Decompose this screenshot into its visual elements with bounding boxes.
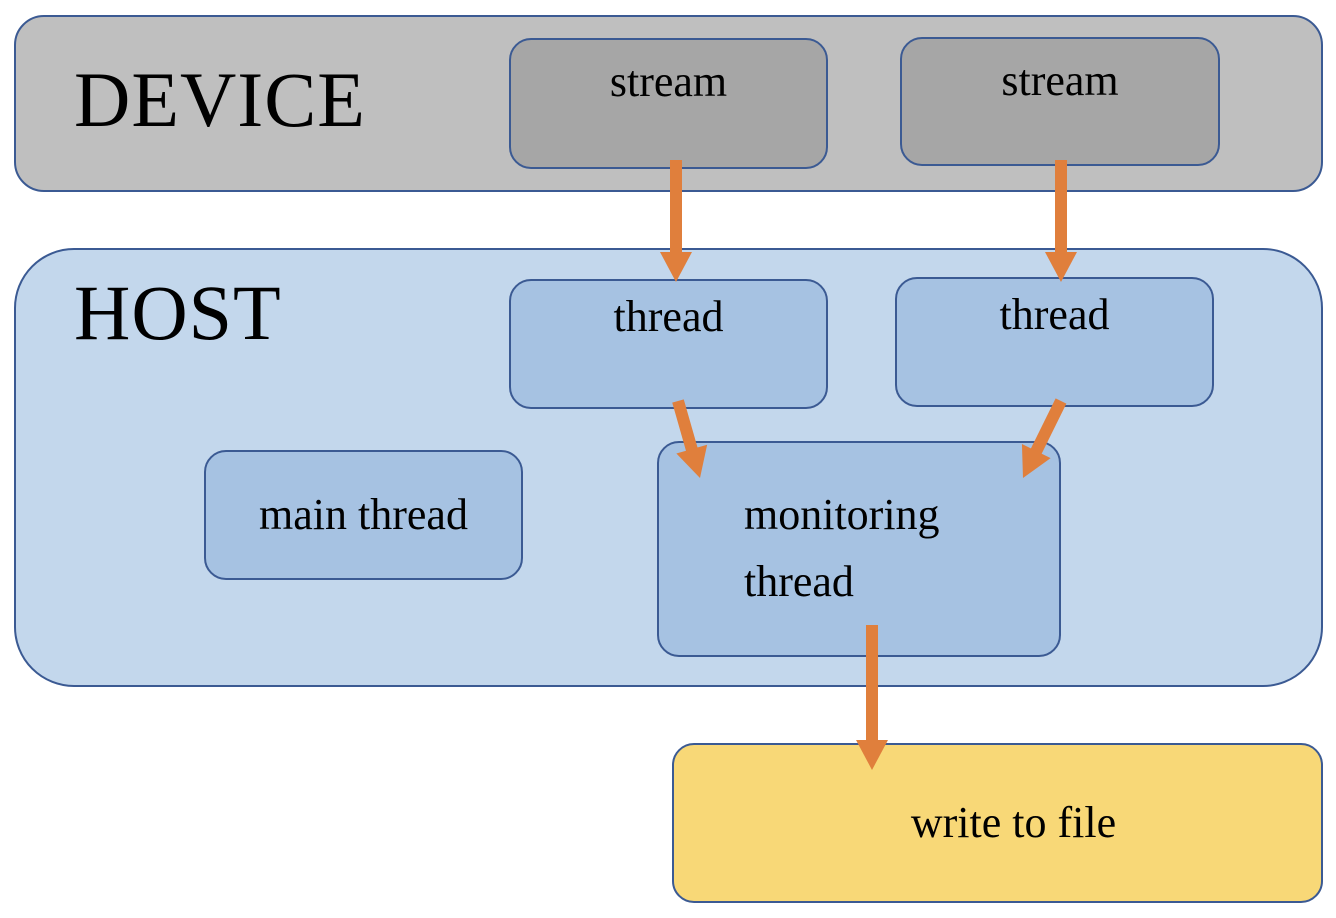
monitoring-thread-box: monitoring thread — [657, 441, 1061, 657]
stream-label: stream — [1001, 56, 1119, 105]
thread-box-1: thread — [509, 279, 828, 409]
host-label: HOST — [74, 269, 282, 356]
stream-box-2: stream — [900, 37, 1220, 166]
write-to-file-label: write to file — [910, 798, 1117, 847]
thread-label: thread — [999, 290, 1110, 339]
device-label: DEVICE — [74, 56, 366, 143]
stream-box-1: stream — [509, 38, 828, 169]
monitoring-thread-label: monitoring thread — [744, 481, 940, 615]
write-to-file-box: write to file — [672, 743, 1323, 903]
main-thread-label: main thread — [259, 490, 468, 539]
monitoring-thread-label-line1: monitoring — [744, 490, 940, 539]
main-thread-box: main thread — [204, 450, 523, 580]
stream-label: stream — [609, 57, 728, 106]
monitoring-thread-label-line2: thread — [744, 557, 854, 606]
thread-label: thread — [613, 292, 724, 341]
thread-box-2: thread — [895, 277, 1214, 407]
